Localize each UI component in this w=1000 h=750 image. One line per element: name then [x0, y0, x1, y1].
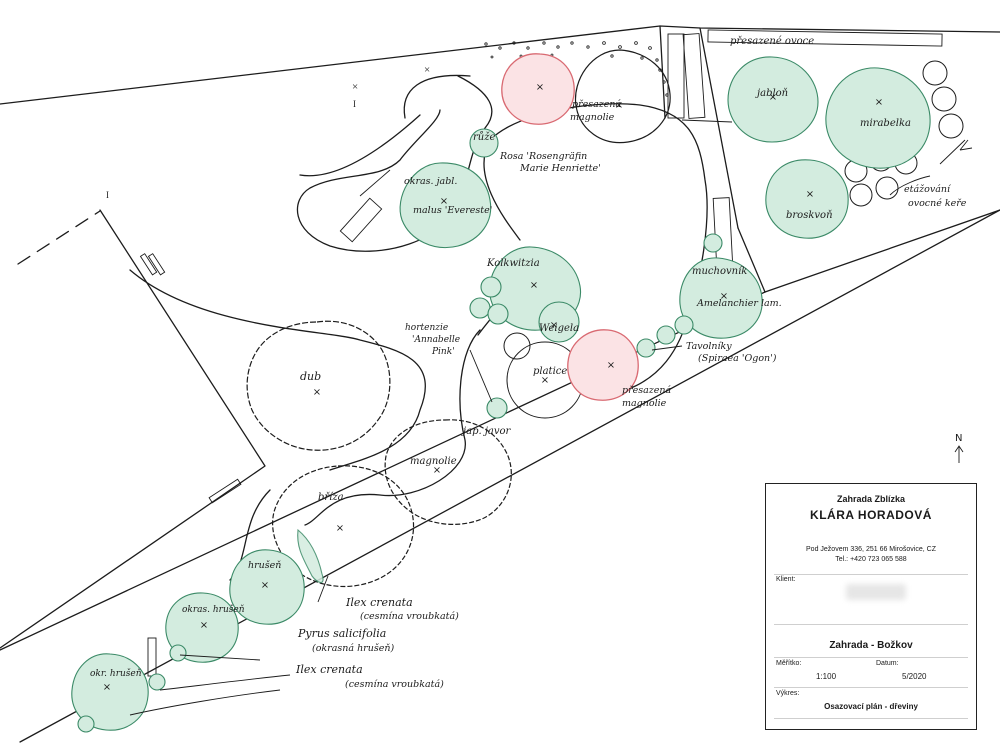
- label-jap-javor: jap. javor: [461, 426, 512, 437]
- label-ilex1-2: (cesmína vroubkatá): [360, 611, 459, 622]
- label-weigela: Weigela: [539, 323, 579, 334]
- svg-text:×: ×: [769, 92, 777, 103]
- svg-text:×: ×: [530, 280, 538, 291]
- svg-text:×: ×: [607, 360, 615, 371]
- label-etazovane-1: etážování: [904, 184, 952, 195]
- svg-text:×: ×: [352, 81, 358, 93]
- label-jablon: jabloň: [755, 88, 788, 99]
- title-block: Zahrada Zblízka KLÁRA HORADOVÁ Pod Ježov…: [765, 483, 977, 730]
- north-arrow: N: [954, 433, 964, 463]
- svg-text:×: ×: [424, 64, 430, 76]
- tree-centers: × × × × × × × × × × × × × × × × ×: [103, 82, 883, 693]
- label-okras-hrusen-2: okras. hrušeň: [182, 604, 245, 615]
- label-okras-hrusen-3: okr. hrušeň: [90, 668, 142, 679]
- planted-trees: [71, 56, 931, 733]
- label-pyrus-1: Pyrus salicifolia: [297, 627, 386, 640]
- svg-text:×: ×: [261, 580, 269, 591]
- label-briza: bříza: [318, 492, 344, 503]
- svg-text:×: ×: [550, 320, 558, 331]
- gravel-dots: [484, 41, 669, 97]
- label-rosa-1: Rosa 'Rosengräfin: [499, 151, 587, 162]
- label-pyrus-2: (okrasná hrušeň): [312, 643, 394, 654]
- svg-text:I: I: [106, 190, 109, 200]
- label-presazene-ovoce: přesazené ovoce: [730, 36, 814, 47]
- label-tavolnicky-2: (Spiraea 'Ogon'): [698, 353, 777, 364]
- svg-text:×: ×: [615, 100, 623, 111]
- label-presazena-top-2: magnolie: [570, 112, 615, 123]
- svg-text:×: ×: [440, 196, 448, 207]
- label-ilex1-1: Ilex crenata: [345, 596, 413, 609]
- label-ilex2-2: (cesmína vroubkatá): [345, 679, 444, 690]
- scale-label: Měřítko:: [776, 660, 802, 667]
- label-dub: dub: [300, 370, 321, 383]
- svg-text:I: I: [353, 99, 356, 109]
- svg-text:×: ×: [433, 465, 441, 476]
- svg-text:×: ×: [313, 387, 321, 398]
- label-ilex2-1: Ilex crenata: [295, 663, 363, 676]
- studio-name: Zahrada Zblízka: [836, 494, 906, 504]
- svg-text:×: ×: [103, 682, 111, 693]
- label-rosa-2: Marie Henriette': [519, 163, 601, 174]
- label-kolkwitzia: Kolkwitzia: [486, 258, 540, 269]
- label-roze: růže: [473, 131, 495, 143]
- client-label: Klient:: [776, 576, 796, 583]
- label-tavolnicky-1: Tavolníky: [686, 341, 732, 352]
- svg-text:×: ×: [720, 291, 728, 302]
- svg-text:×: ×: [336, 523, 344, 534]
- label-muchovnik: muchovník: [692, 266, 747, 277]
- transplanted-trees: [501, 53, 639, 401]
- label-hortenzie-1: hortenzie: [405, 323, 448, 333]
- label-okras-jabl-1: okras. jabl.: [404, 176, 457, 187]
- svg-text:×: ×: [541, 375, 549, 386]
- label-broskvon: broskvoň: [786, 210, 833, 221]
- label-amelanchier: Amelanchier lam.: [696, 298, 782, 309]
- label-magnolie: magnolie: [410, 456, 457, 467]
- label-hortenzie-2: 'Annabelle: [412, 335, 460, 345]
- project-name: Zahrada - Božkov: [829, 640, 913, 651]
- hedge-marks: × × I I: [106, 64, 430, 200]
- label-mirabelka: mirabelka: [860, 118, 911, 129]
- author-name: KLÁRA HORADOVÁ: [810, 508, 932, 522]
- plant-labels: dub magnolie jap. javor platice bříza Ko…: [90, 36, 967, 690]
- drawing-label: Výkres:: [776, 690, 800, 697]
- label-hortenzie-3: Pink': [431, 347, 455, 357]
- svg-text:×: ×: [806, 189, 814, 200]
- label-hrusen: hrušeň: [248, 560, 281, 571]
- date-value: 5/2020: [902, 672, 927, 681]
- label-etazovane-2: ovocné keře: [908, 198, 967, 209]
- label-presazena-bottom-2: magnolie: [622, 398, 667, 409]
- svg-text:N: N: [955, 433, 962, 444]
- label-presazena-bottom-1: přesazená: [622, 385, 672, 396]
- garden-structures: [139, 29, 943, 677]
- label-platice: platice: [533, 366, 567, 377]
- leader-lines: [129, 139, 973, 716]
- scale-value: 1:100: [816, 672, 837, 681]
- client-redacted: [846, 584, 906, 600]
- svg-text:×: ×: [200, 620, 208, 631]
- svg-text:×: ×: [536, 82, 544, 93]
- address: Pod Ježovem 336, 251 66 Mirošovice, CZ: [806, 546, 936, 553]
- label-okras-jabl-2: malus 'Evereste': [413, 205, 492, 216]
- drawing-name: Osazovací plán - dřeviny: [824, 702, 918, 711]
- svg-text:×: ×: [875, 97, 883, 108]
- label-presazena-top-1: přesazená: [572, 99, 622, 110]
- phone: Tel.: +420 723 065 588: [835, 556, 907, 563]
- date-label: Datum:: [876, 660, 899, 667]
